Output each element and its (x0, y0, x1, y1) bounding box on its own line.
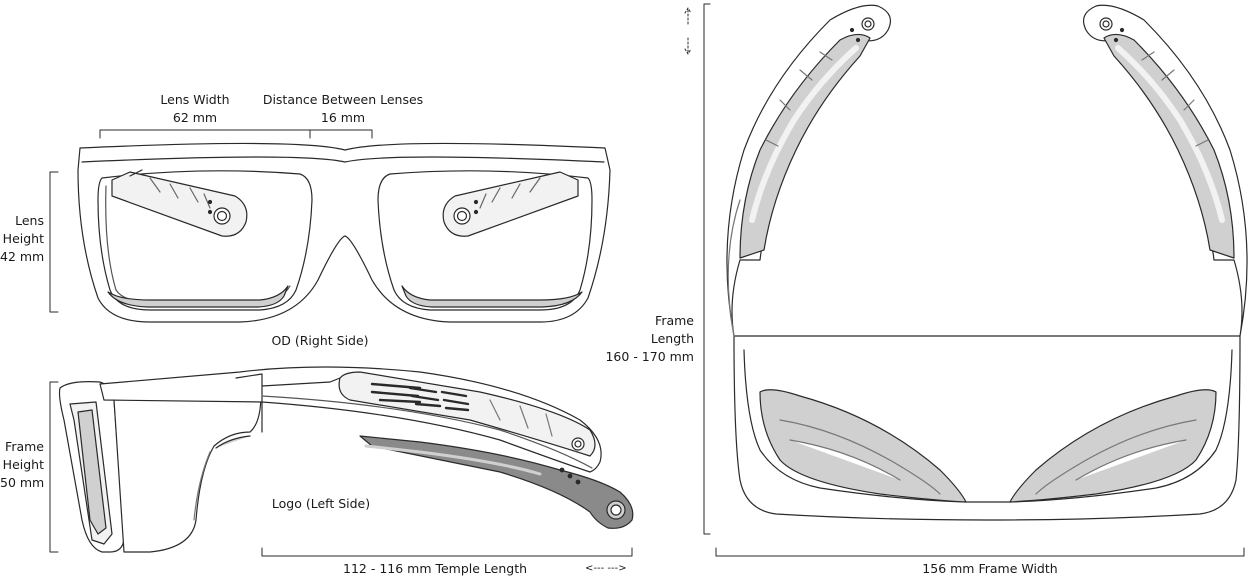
temple-length-arrows: <--- ---> (585, 563, 627, 574)
frame-height-label-line1: Frame (5, 439, 44, 454)
lens-height-value: 42 mm (0, 249, 44, 264)
temple-length-dimension-line (261, 547, 633, 557)
top-right-temple (1083, 4, 1248, 337)
frame-height-value: 50 mm (0, 475, 44, 490)
frame-length-label-line1: Frame (655, 313, 694, 328)
frame-width-dimension-line (715, 547, 1245, 557)
side-view (58, 366, 634, 553)
frame-height-label-line2: Height (2, 457, 44, 472)
frame-width-label: 156 mm Frame Width (922, 561, 1058, 576)
front-view-caption: OD (Right Side) (271, 333, 369, 348)
lens-height-dimension-line (49, 171, 59, 313)
frame-height-dimension-line (49, 381, 59, 553)
distance-between-lenses-label: Distance Between Lenses (262, 92, 424, 107)
lens-width-dimension-line (99, 129, 311, 139)
lens-height-label-line2: Height (2, 231, 44, 246)
temple-length-label: 112 - 116 mm Temple Length (343, 561, 528, 576)
distance-between-lenses-value: 16 mm (320, 110, 366, 125)
side-view-caption: Logo (Left Side) (271, 496, 371, 511)
lens-width-value: 62 mm (172, 110, 218, 125)
lens-height-label-line1: Lens (15, 213, 44, 228)
frame-length-dimension-line (703, 3, 711, 535)
front-view (77, 142, 611, 323)
frame-length-label-line2: Length (650, 331, 694, 346)
distance-between-lenses-dimension-line (309, 129, 373, 139)
top-left-temple (726, 4, 891, 337)
lens-width-label: Lens Width (160, 92, 230, 107)
frame-length-value: 160 - 170 mm (605, 349, 694, 364)
side-shield (99, 377, 262, 553)
top-view (726, 4, 1248, 521)
frame-length-range-arrows (684, 7, 692, 55)
